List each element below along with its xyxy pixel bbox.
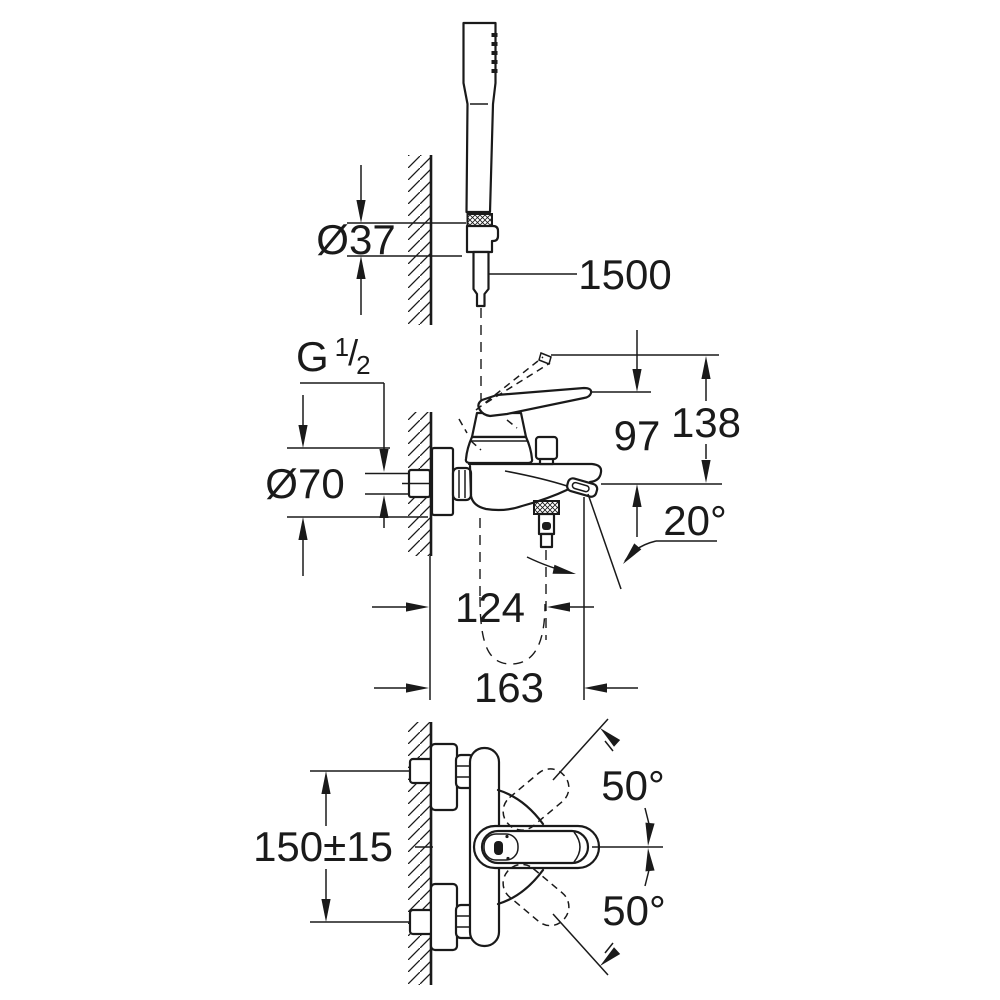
thread-letter: G <box>296 333 329 380</box>
dim-swing-upper: 50° <box>552 718 665 848</box>
escutcheon-top-upper <box>429 742 459 812</box>
spout-inner-line <box>504 470 568 487</box>
wall-sections <box>408 155 433 985</box>
body-wing-upper <box>496 788 545 826</box>
union-nut-side <box>451 466 473 502</box>
thread-slash: / <box>348 332 358 373</box>
dim-height-overall: 138 <box>551 354 741 483</box>
dome-skirt <box>464 435 534 465</box>
dim-wall-to-outlet: 124 <box>372 556 594 700</box>
lever-handle <box>477 386 593 418</box>
wall-bracket <box>465 224 500 254</box>
dim-swing-lower: 50° <box>552 847 666 976</box>
mounting-nut-upper <box>408 757 434 785</box>
escutcheon-top-lower <box>429 882 459 952</box>
dome-upper <box>470 411 528 439</box>
side-view-faucet <box>402 351 603 665</box>
aerator <box>566 477 599 498</box>
wand-coupling-ring <box>466 213 493 227</box>
hand-shower-wand <box>462 21 497 214</box>
label-swing-lower: 50° <box>602 887 666 934</box>
lever-dot-lower <box>506 856 510 861</box>
shower-hose <box>472 250 490 308</box>
label-height-to-lever: 97 <box>614 412 661 459</box>
body-top-edge <box>467 462 603 484</box>
lever-top-view <box>480 829 590 865</box>
thread-sup: 1 <box>335 332 349 362</box>
label-wall-to-spout: 163 <box>474 664 544 711</box>
label-height-overall: 138 <box>671 399 741 446</box>
dim-spout-angle: 20° <box>583 493 727 700</box>
outlet-knurled-nut <box>533 500 560 515</box>
dim-shower-bracket-diameter: Ø37 <box>316 165 466 315</box>
label-hose-length: 1500 <box>578 251 671 298</box>
lever-inner-detail <box>483 833 519 861</box>
diverter-knob <box>534 435 559 466</box>
hanging-hose-dashed <box>479 596 546 665</box>
lever-dot-upper <box>505 834 509 839</box>
top-view-faucet <box>408 742 601 952</box>
label-connection-spacing: 150±15 <box>253 823 393 870</box>
thread-sub: 2 <box>356 350 370 380</box>
outlet-stub <box>539 532 554 549</box>
wall-hatch-top <box>408 155 431 325</box>
label-spout-angle: 20° <box>663 497 727 544</box>
lever-swung-down-dashed <box>502 863 570 927</box>
dim-connection-spacing: 150±15 <box>253 770 410 923</box>
body-underside <box>468 464 571 512</box>
lever-swung-up-dashed <box>502 768 570 831</box>
label-escutcheon-diameter: Ø70 <box>265 460 344 507</box>
lever-mark <box>494 841 503 855</box>
lever-end-cap-line <box>573 831 581 863</box>
escutcheon-side <box>430 446 455 517</box>
hand-shower-view <box>462 21 500 410</box>
lever-raised-dashed <box>458 351 552 451</box>
mounting-nut-lower <box>408 908 434 936</box>
body-wing-lower <box>496 868 545 906</box>
label-bracket-diameter: Ø37 <box>316 216 395 263</box>
swivel-arrow <box>552 564 577 579</box>
dim-wall-to-spout: 163 <box>374 664 638 711</box>
dim-height-to-lever: 97 <box>592 330 722 537</box>
hose-outlet <box>533 500 560 549</box>
spray-marks <box>491 33 498 73</box>
label-wall-to-outlet: 124 <box>455 584 525 631</box>
label-swing-upper: 50° <box>601 762 665 809</box>
outlet-slot <box>542 522 551 530</box>
dim-escutcheon-diameter: Ø70 <box>265 395 428 576</box>
dim-hose-length: 1500 <box>489 251 672 298</box>
